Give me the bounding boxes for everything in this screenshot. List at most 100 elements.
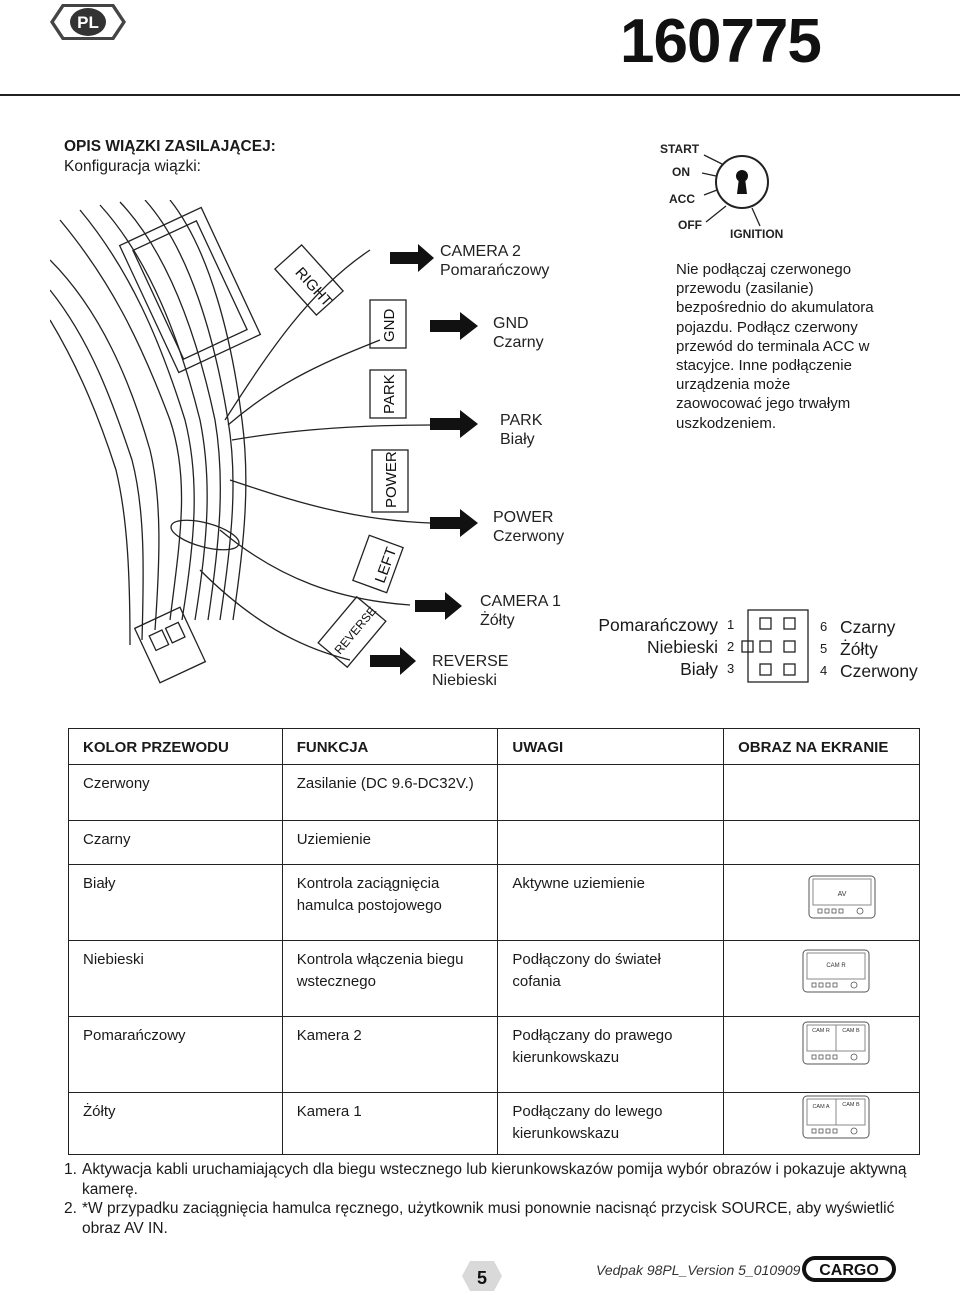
connector-color-pin6: Czarny <box>840 617 896 637</box>
cell-function: Kontrola zaciągnięcia hamulca postojoweg… <box>281 864 499 941</box>
callout-park-color: Biały <box>500 431 535 448</box>
cell-notes: Podłączany do prawego kierunkowskazu <box>497 1016 725 1093</box>
pl-logo: PL <box>50 4 126 40</box>
connector-left-pins: 1 2 3 <box>727 614 734 680</box>
footnote: 2. *W przypadku zaciągnięcia hamulca ręc… <box>64 1199 924 1238</box>
cell-notes: Podłączony do świateł cofania <box>497 940 725 1017</box>
cell-color: Pomarańczowy <box>68 1016 283 1093</box>
connector-right-colors: Czarny Żółty Czerwony <box>840 616 918 682</box>
table-row: Czarny Uziemienie <box>68 820 920 865</box>
footnote-text: Aktywacja kabli uruchamiających dla bieg… <box>82 1161 907 1198</box>
cell-function: Kontrola włączenia biegu wstecznego <box>281 940 499 1017</box>
ignition-label: IGNITION <box>730 227 784 241</box>
cell-screen: CAM R CAM B <box>723 1016 920 1093</box>
page-number: 5 <box>477 1268 487 1288</box>
ignition-on: ON <box>672 165 690 179</box>
cell-color: Czerwony <box>68 764 283 821</box>
wiring-harness-diagram: RIGHT GND PARK POWER LEFT REVERSE <box>50 200 478 684</box>
cell-notes: Podłączany do lewego kierunkowskazu <box>497 1092 725 1155</box>
screen-preview-cam-rb: CAM R CAM B <box>802 1021 870 1065</box>
screen-preview-cam-ab: CAM A CAM B <box>802 1095 870 1139</box>
header-screen: OBRAZ NA EKRANIE <box>723 728 920 765</box>
footnote: 1. Aktywacja kabli uruchamiających dla b… <box>64 1160 924 1199</box>
header-divider <box>0 94 960 96</box>
footnote-text: *W przypadku zaciągnięcia hamulca ręczne… <box>82 1200 895 1237</box>
header-wire-color: KOLOR PRZEWODU <box>68 728 283 765</box>
tag-right: RIGHT <box>292 264 336 310</box>
pin-2: 2 <box>727 639 735 654</box>
callout-power: POWER Czerwony <box>493 508 564 546</box>
callout-power-color: Czerwony <box>493 528 565 545</box>
callout-gnd-name: GND <box>493 315 529 332</box>
cell-function: Kamera 2 <box>281 1016 499 1093</box>
section-title: OPIS WIĄZKI ZASILAJĄCEJ: <box>64 138 276 155</box>
logo-text: PL <box>77 13 99 32</box>
screen-label: CAM B <box>842 1102 860 1108</box>
cell-color: Żółty <box>68 1092 283 1155</box>
cell-screen: CAM A CAM B <box>723 1092 920 1155</box>
footnote-number: 1. <box>64 1161 77 1178</box>
cell-notes <box>497 764 725 821</box>
header-function: FUNKCJA <box>281 728 499 765</box>
version-text: Vedpak 98PL_Version 5_010909 <box>596 1262 801 1278</box>
screen-label: CAM B <box>842 1028 860 1034</box>
cell-color: Niebieski <box>68 940 283 1017</box>
screen-preview-av: AV <box>808 875 876 919</box>
tag-park: PARK <box>381 374 398 414</box>
callout-reverse-name: REVERSE <box>432 653 509 670</box>
cell-color: Biały <box>68 864 283 941</box>
footnotes: 1. Aktywacja kabli uruchamiających dla b… <box>64 1160 924 1238</box>
table-row: Żółty Kamera 1 Podłączany do lewego kier… <box>68 1092 920 1155</box>
ignition-acc: ACC <box>669 192 695 206</box>
table-row: Pomarańczowy Kamera 2 Podłączany do praw… <box>68 1016 920 1093</box>
callout-reverse-color: Niebieski <box>432 672 497 689</box>
cell-function: Uziemienie <box>281 820 499 865</box>
pin-6: 6 <box>820 619 828 634</box>
cell-function: Kamera 1 <box>281 1092 499 1155</box>
callout-park-name: PARK <box>500 412 543 429</box>
table-row: Niebieski Kontrola włączenia biegu wstec… <box>68 940 920 1017</box>
header-notes: UWAGI <box>497 728 725 765</box>
pin-4: 4 <box>820 663 828 678</box>
warning-text: Nie podłączaj czerwonego przewodu (zasil… <box>676 261 874 432</box>
cell-screen: CAM R <box>723 940 920 1017</box>
connector-color-pin1: Pomarańczowy <box>598 615 718 635</box>
tag-power: POWER <box>383 451 400 508</box>
callout-reverse: REVERSE Niebieski <box>432 652 508 690</box>
cargo-logo-text: CARGO <box>819 1262 879 1279</box>
screen-label: CAM R <box>826 963 846 969</box>
screen-label: CAM A <box>813 1104 830 1110</box>
ignition-switch-diagram <box>701 154 769 227</box>
callout-park: PARK Biały <box>500 411 542 449</box>
wire-function-table: KOLOR PRZEWODU FUNKCJA UWAGI OBRAZ NA EK… <box>68 728 920 1155</box>
page-number-badge: 5 <box>462 1261 502 1291</box>
callout-gnd: GND Czarny <box>493 314 544 352</box>
ignition-off: OFF <box>678 218 702 232</box>
callout-camera1-name: CAMERA 1 <box>480 593 561 610</box>
connector-color-pin3: Biały <box>680 659 718 679</box>
tag-reverse: REVERSE <box>332 604 380 657</box>
ignition-start: START <box>660 142 700 156</box>
connector-color-pin4: Czerwony <box>840 661 918 681</box>
callout-camera1: CAMERA 1 Żółty <box>480 592 561 630</box>
connector-color-pin5: Żółty <box>840 639 878 659</box>
screen-label: AV <box>838 891 847 898</box>
connector-pinout-diagram <box>741 609 809 683</box>
footnote-number: 2. <box>64 1200 77 1217</box>
screen-preview-cam-r: CAM R <box>802 949 870 993</box>
pin-3: 3 <box>727 661 735 676</box>
connector-color-pin2: Niebieski <box>647 637 718 657</box>
connector-right-pins: 6 5 4 <box>820 616 827 682</box>
screen-label: CAM R <box>812 1028 830 1034</box>
cell-screen <box>723 820 920 865</box>
cell-notes: Aktywne uziemienie <box>497 864 725 941</box>
callout-power-name: POWER <box>493 509 554 526</box>
section-subtitle: Konfiguracja wiązki: <box>64 158 201 175</box>
cell-screen: AV <box>723 864 920 941</box>
cell-color: Czarny <box>68 820 283 865</box>
callout-camera1-color: Żółty <box>480 612 515 629</box>
document-number: 160775 <box>620 7 822 76</box>
cargo-logo: CARGO <box>802 1256 896 1282</box>
cell-notes <box>497 820 725 865</box>
callout-camera2-color: Pomarańczowy <box>440 262 550 279</box>
